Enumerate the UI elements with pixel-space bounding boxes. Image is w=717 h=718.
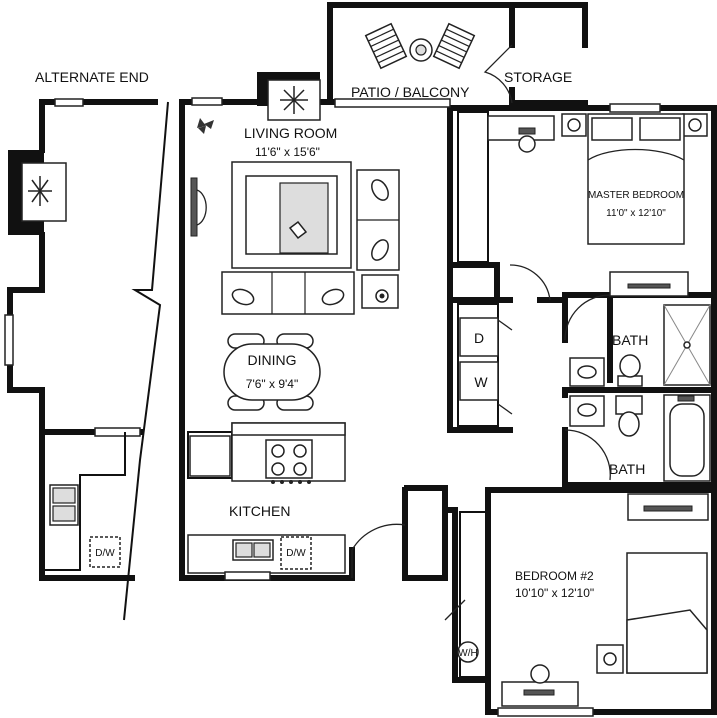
living-room-dimensions: 11'6" x 15'6" — [255, 145, 320, 159]
bath-2-label: BATH — [609, 461, 645, 477]
kitchen-window — [224, 571, 271, 581]
bedroom-2-door — [444, 599, 466, 621]
dryer-label: D — [474, 330, 484, 346]
bedroom-2-dimensions: 10'10" x 12'10" — [515, 586, 594, 600]
refrigerator — [189, 435, 231, 477]
bath-1-label: BATH — [612, 332, 648, 348]
bath-1-door — [564, 294, 611, 341]
dining-table — [223, 343, 321, 401]
bedroom-2-label: BEDROOM #2 — [515, 569, 594, 583]
coffee-table — [279, 182, 329, 254]
plant-icon — [197, 118, 214, 134]
alternate-end-label: ALTERNATE END — [35, 69, 149, 85]
side-table — [361, 274, 399, 309]
alt-window-left — [4, 314, 14, 366]
alt-sink — [52, 487, 76, 504]
bedroom-2: BEDROOM #2 10'10" x 12'10" W/H — [444, 493, 709, 717]
alternate-end-plan: D/W ALTERNATE END — [4, 69, 169, 621]
dining-label: DINING — [248, 352, 297, 368]
kitchen: KITCHEN D/W — [187, 422, 406, 581]
master-bedroom-dimensions: 11'0" x 12'10" — [606, 208, 666, 219]
master-closet — [457, 111, 489, 263]
patio-chair-right — [432, 22, 476, 70]
tv — [190, 177, 207, 237]
living-room-label: LIVING ROOM — [244, 125, 337, 141]
fireplace-icon — [280, 86, 308, 114]
alt-dishwasher-label: D/W — [95, 548, 115, 559]
dining-area: DINING 7'6" x 9'4" — [223, 333, 321, 411]
washer-label: W — [474, 374, 488, 390]
water-heater — [457, 641, 479, 663]
kitchen-label: KITCHEN — [229, 503, 290, 519]
laundry: D W — [457, 303, 513, 427]
loveseat — [356, 169, 400, 271]
patio-label: PATIO / BALCONY — [351, 84, 470, 100]
dryer — [459, 317, 499, 357]
sofa — [221, 271, 355, 315]
storage-label: STORAGE — [504, 69, 572, 85]
living-room: LIVING ROOM 11'6" x 15'6" — [190, 72, 400, 315]
alt-break-line — [123, 101, 169, 621]
bath-2-toilet — [615, 395, 643, 437]
bath-1-toilet — [617, 354, 643, 387]
washer — [459, 361, 499, 401]
alt-window-kitchen — [94, 427, 141, 437]
dining-dimensions: 7'6" x 9'4" — [246, 377, 298, 391]
water-heater-label: W/H — [458, 648, 477, 659]
alt-fireplace-icon — [28, 176, 52, 206]
patio-area: PATIO / BALCONY STORAGE — [334, 22, 572, 108]
patio-chair-left — [364, 22, 408, 70]
dishwasher — [280, 536, 312, 570]
master-bedroom-label: MASTER BEDROOM — [588, 190, 684, 201]
bath-2-door — [564, 429, 611, 481]
interior-walls — [447, 105, 717, 488]
master-bedroom: MASTER BEDROOM 11'0" x 12'10" — [457, 103, 708, 301]
master-door — [509, 264, 551, 301]
dishwasher-label: D/W — [286, 548, 306, 559]
entry-door — [351, 523, 406, 578]
bath-2: BATH — [564, 394, 711, 482]
bath-1: BATH — [564, 294, 711, 387]
alt-window-top — [54, 98, 84, 107]
